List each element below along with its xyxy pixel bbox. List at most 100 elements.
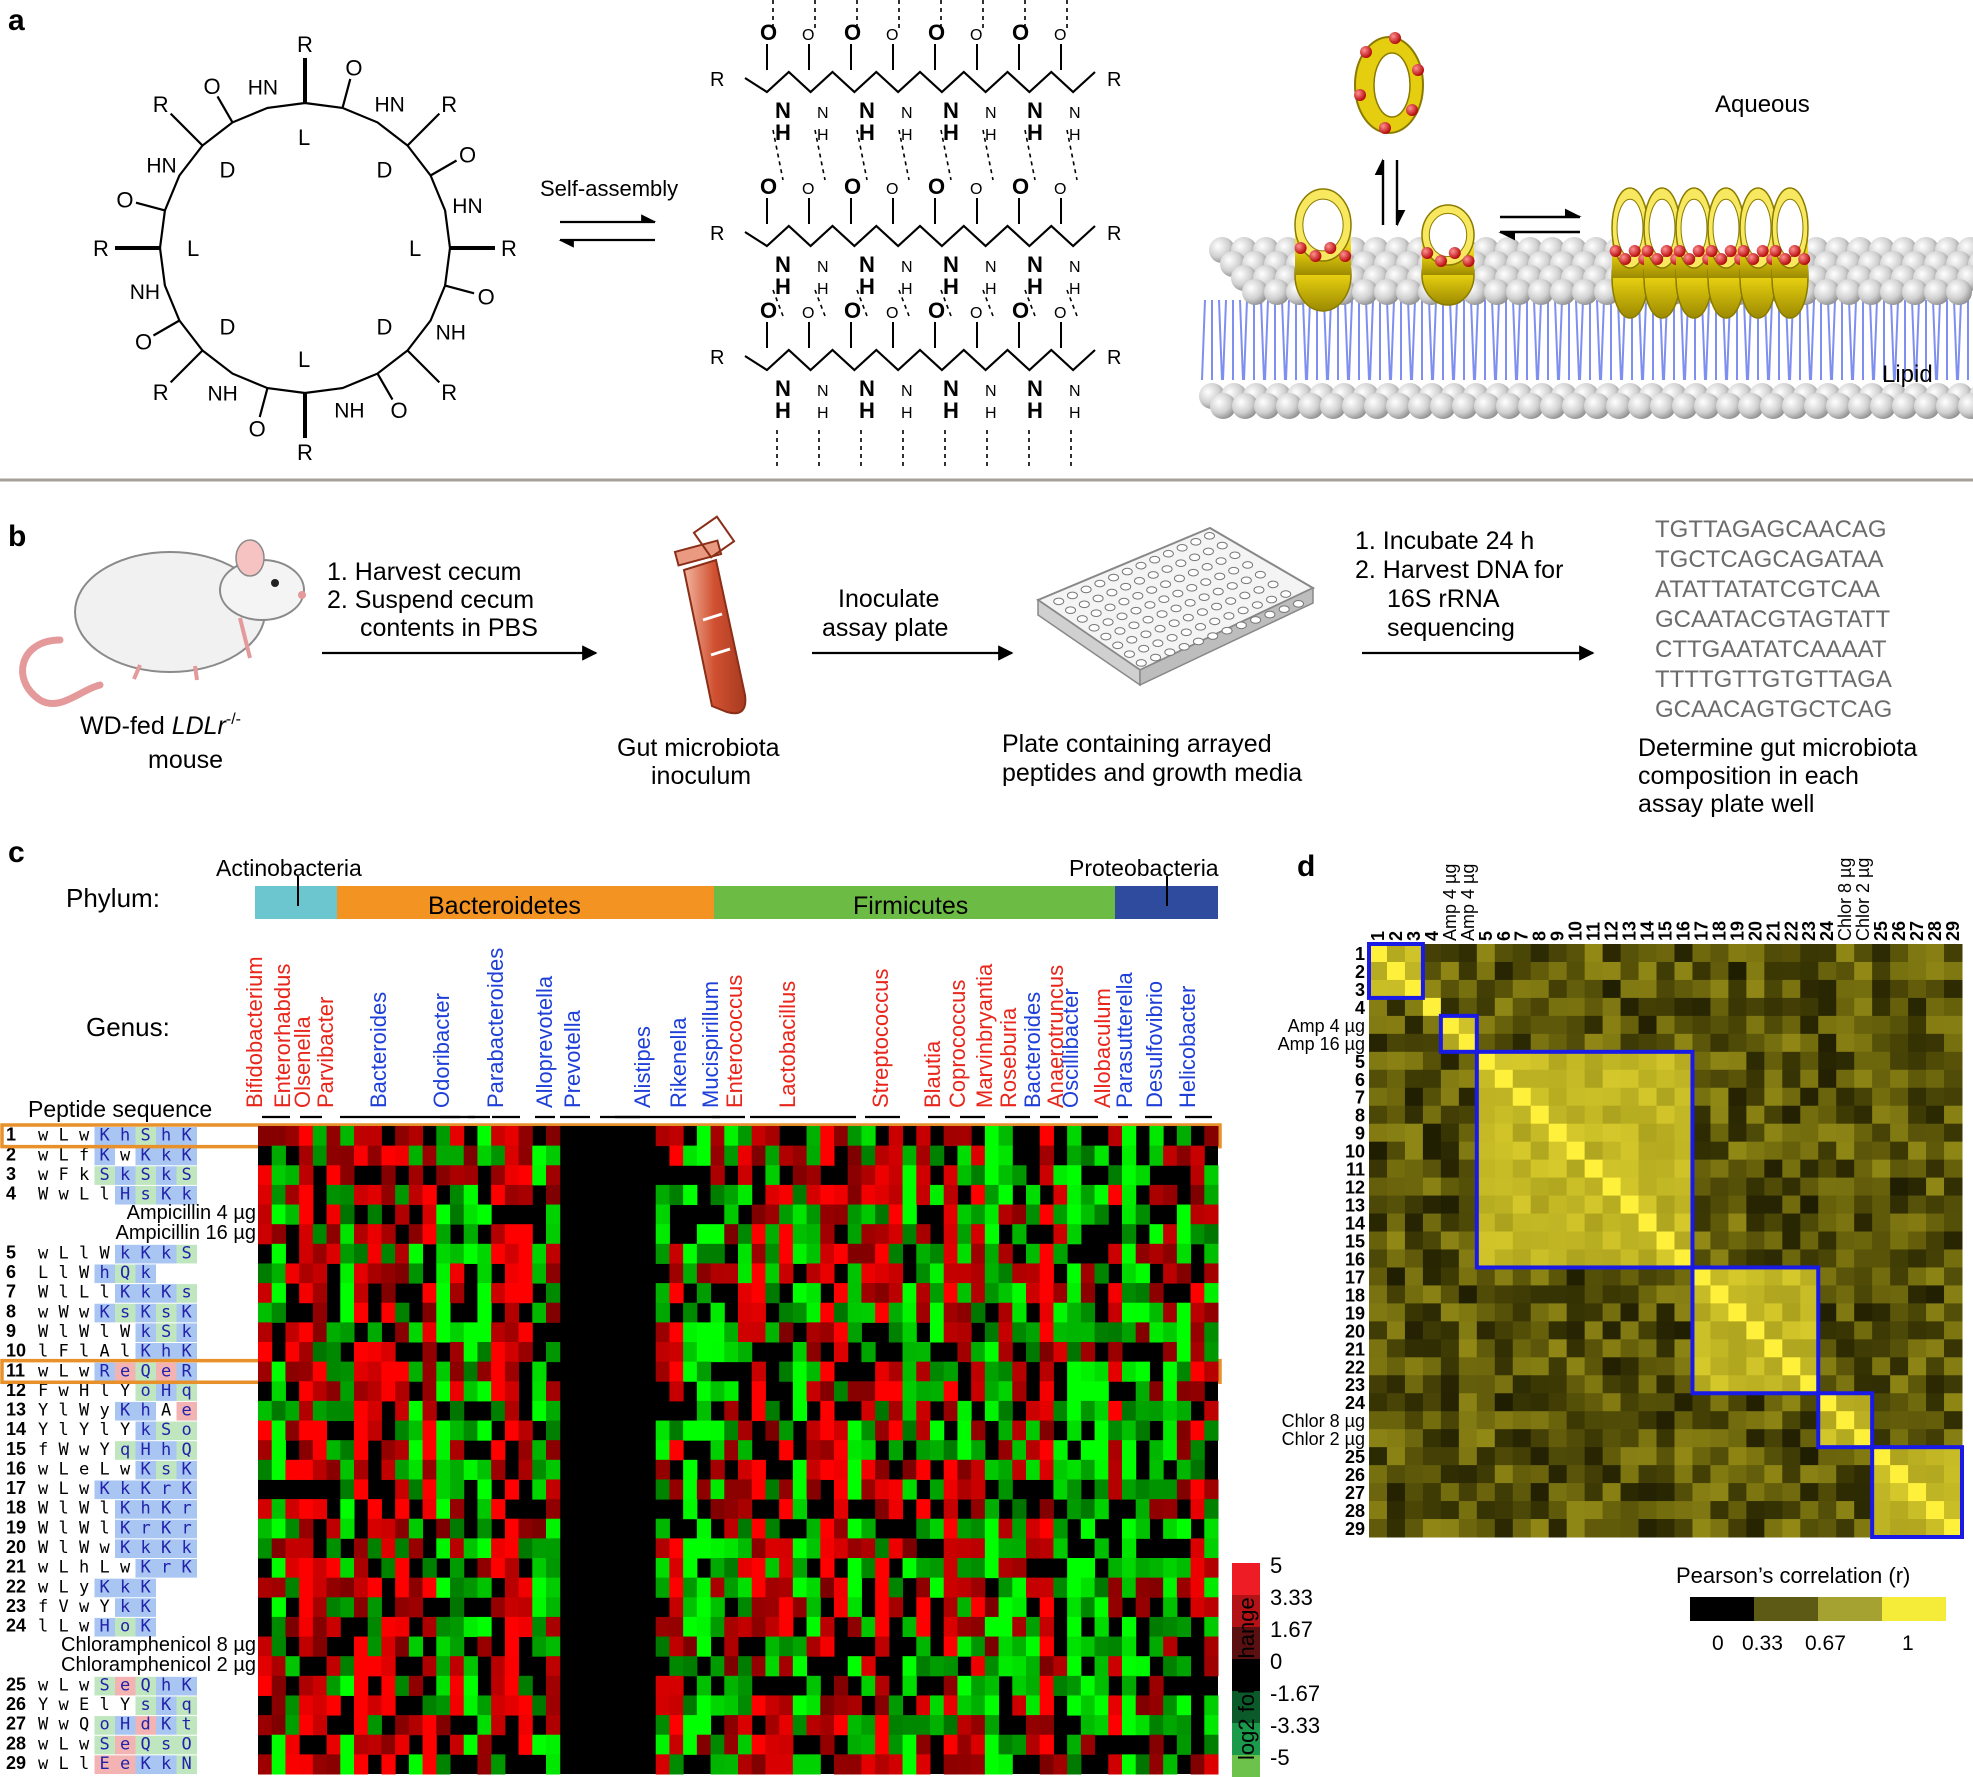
corr-cell bbox=[1548, 1483, 1568, 1502]
residue: K bbox=[120, 1401, 131, 1421]
corr-cell bbox=[1872, 997, 1891, 1017]
heatmap-cell bbox=[655, 1184, 670, 1206]
corr-cell bbox=[1584, 1285, 1604, 1304]
corr-cell bbox=[1926, 1159, 1945, 1179]
genus-name: Lactobacillus bbox=[775, 981, 800, 1108]
lipid-head bbox=[1506, 279, 1532, 305]
heatmap-cell bbox=[271, 1420, 286, 1441]
heatmap-cell bbox=[1122, 1184, 1137, 1206]
plate-well bbox=[1237, 606, 1249, 615]
corr-cell bbox=[1710, 1285, 1729, 1304]
corr-cell bbox=[1836, 1141, 1855, 1161]
heatmap-cell bbox=[779, 1243, 794, 1264]
corr-cell bbox=[1512, 1393, 1532, 1412]
heatmap-cell bbox=[395, 1440, 410, 1461]
heatmap-cell bbox=[271, 1518, 286, 1539]
residue: l bbox=[79, 1342, 89, 1362]
residue: s bbox=[161, 1734, 171, 1754]
heatmap-cell bbox=[998, 1636, 1013, 1657]
heatmap-cell bbox=[984, 1381, 1000, 1402]
corr-cell bbox=[1422, 944, 1442, 963]
residue-highlight bbox=[135, 1441, 156, 1460]
corr-cell bbox=[1890, 1069, 1909, 1089]
heatmap-cell bbox=[518, 1165, 533, 1186]
corr-cell bbox=[1458, 1015, 1478, 1035]
corr-cell bbox=[1782, 1501, 1801, 1520]
residue-highlight bbox=[115, 1735, 136, 1755]
corr-cell bbox=[1800, 1231, 1819, 1250]
heatmap-cell bbox=[655, 1558, 670, 1579]
heatmap-cell bbox=[463, 1224, 478, 1245]
heatmap-cell bbox=[1204, 1499, 1219, 1520]
heatmap-cell bbox=[847, 1283, 862, 1304]
heatmap-cell bbox=[984, 1597, 1000, 1618]
heatmap-cell bbox=[312, 1381, 328, 1402]
heatmap-cell bbox=[271, 1675, 286, 1696]
nh-label: N bbox=[775, 376, 791, 401]
corr-cell bbox=[1692, 1429, 1711, 1448]
corr-cell bbox=[1872, 1375, 1891, 1394]
heatmap-cell bbox=[1135, 1165, 1150, 1186]
corr-cell bbox=[1512, 1177, 1532, 1197]
residue: l bbox=[59, 1420, 69, 1440]
heatmap-cell bbox=[916, 1616, 931, 1638]
heatmap-cell bbox=[984, 1459, 1000, 1480]
corr-cell bbox=[1638, 997, 1658, 1017]
residue: q bbox=[182, 1381, 192, 1401]
corr-cell bbox=[1638, 1159, 1658, 1179]
corr-cell bbox=[1566, 979, 1586, 999]
h-label: H bbox=[985, 127, 997, 144]
heatmap-cell bbox=[1190, 1558, 1205, 1579]
residue: l bbox=[100, 1283, 110, 1303]
heatmap-cell bbox=[271, 1656, 286, 1677]
corr-cell bbox=[1602, 1465, 1622, 1484]
corr-cell bbox=[1602, 944, 1622, 963]
heatmap-cell bbox=[1026, 1204, 1041, 1225]
corr-cell bbox=[1584, 979, 1604, 999]
heatmap-cell bbox=[820, 1616, 835, 1638]
corr-cell bbox=[1656, 979, 1675, 999]
side-chain-bead bbox=[1651, 253, 1664, 265]
corr-cell bbox=[1944, 1303, 1963, 1322]
heatmap-cell bbox=[1039, 1656, 1054, 1677]
heatmap-cell bbox=[463, 1322, 478, 1343]
heatmap-cell bbox=[546, 1597, 561, 1618]
heatmap-cell bbox=[436, 1165, 451, 1186]
amide-label: HN bbox=[375, 93, 405, 116]
plate-well bbox=[1144, 601, 1156, 609]
corr-cell bbox=[1710, 1465, 1729, 1484]
side-chain-bead bbox=[1737, 245, 1750, 257]
corr-cell bbox=[1872, 1141, 1891, 1161]
heatmap-cell bbox=[998, 1440, 1013, 1461]
corr-cell bbox=[1872, 1231, 1891, 1250]
corr-cell bbox=[1836, 1285, 1855, 1304]
corr-cell bbox=[1800, 1393, 1819, 1412]
heatmap-cell bbox=[820, 1184, 835, 1206]
heatmap-cell bbox=[532, 1165, 547, 1186]
heatmap-cell bbox=[477, 1420, 492, 1441]
residue-highlight bbox=[135, 1617, 156, 1637]
heatmap-cell bbox=[1012, 1263, 1027, 1284]
heatmap-cell bbox=[943, 1479, 958, 1500]
heatmap-cell bbox=[1026, 1243, 1041, 1264]
corr-cell bbox=[1890, 1087, 1909, 1107]
heatmap-cell bbox=[326, 1204, 341, 1225]
corr-cell bbox=[1369, 1501, 1388, 1520]
heatmap-cell bbox=[1190, 1420, 1205, 1441]
corr-cell bbox=[1908, 1051, 1927, 1071]
lipid-head bbox=[1242, 279, 1268, 305]
heatmap-cell bbox=[834, 1243, 849, 1264]
heatmap-cell bbox=[1039, 1459, 1054, 1480]
corr-cell bbox=[1710, 1429, 1729, 1448]
corr-cell bbox=[1548, 1465, 1568, 1484]
corr-cell bbox=[1440, 1501, 1460, 1520]
carbonyl-bond bbox=[444, 284, 475, 295]
corr-cell bbox=[1926, 1105, 1945, 1125]
lipid-head bbox=[1342, 393, 1368, 419]
heatmap-cell bbox=[1163, 1361, 1178, 1382]
side-chain-bead bbox=[1769, 245, 1782, 257]
heatmap-cell bbox=[299, 1695, 314, 1716]
h-label: H bbox=[985, 281, 997, 298]
residue: K bbox=[182, 1459, 193, 1479]
